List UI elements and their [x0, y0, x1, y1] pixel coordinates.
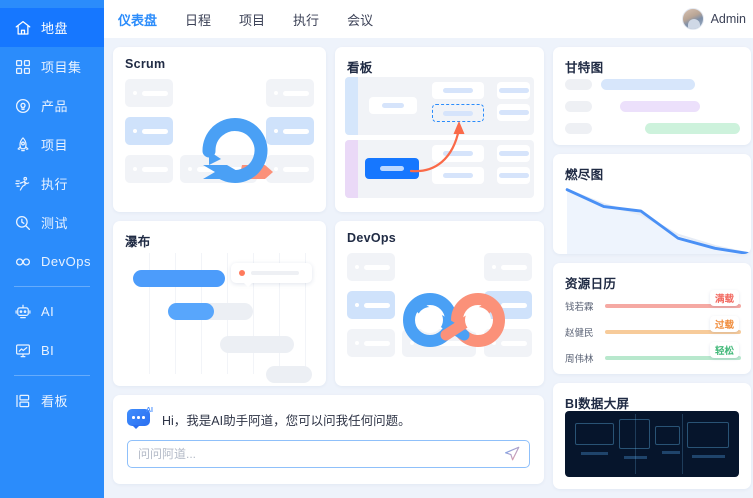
tab-project[interactable]: 项目 [239, 12, 266, 28]
resource-row: 钱若霖 满载 [565, 290, 741, 317]
card-burndown[interactable]: 燃尽图 [553, 154, 751, 254]
home-icon [14, 19, 32, 37]
resource-name: 钱若霖 [565, 302, 594, 313]
send-icon[interactable] [503, 445, 521, 463]
gantt-bar [620, 101, 700, 112]
kanban-icon [14, 392, 32, 410]
ai-greeting-row: AI Hi，我是AI助手阿道，您可以问我任何问题。 [113, 395, 544, 429]
bulb-pin-icon [14, 97, 32, 115]
card-title: BI数据大屏 [565, 397, 630, 411]
main-area: 仪表盘 日程 项目 执行 会议 Admin Scrum [104, 0, 753, 498]
scrum-illustration [125, 77, 314, 202]
card-bi-dashboard[interactable]: BI数据大屏 [553, 383, 751, 489]
tab-schedule[interactable]: 日程 [185, 12, 212, 28]
card-title: 瀑布 [125, 235, 151, 249]
tab-dashboard[interactable]: 仪表盘 [118, 12, 158, 28]
sidebar-divider-1 [14, 286, 90, 287]
sidebar-label: BI [41, 343, 55, 358]
avatar [681, 8, 704, 30]
sidebar-item-execution[interactable]: 执行 [0, 164, 104, 203]
resource-row: 赵健民 过载 [565, 316, 741, 343]
sidebar: 地盘 项目集 产品 项目 执行 测试 DevOps [0, 0, 104, 498]
resource-badge: 过载 [709, 316, 739, 332]
sidebar-item-program[interactable]: 项目集 [0, 47, 104, 86]
sidebar-label: 项目 [41, 138, 69, 153]
ai-greeting-text: Hi，我是AI助手阿道，您可以问我任何问题。 [162, 413, 411, 428]
waterfall-illustration [127, 253, 312, 383]
card-resource-calendar[interactable]: 资源日历 钱若霖 满载 赵健民 过载 [553, 263, 751, 374]
search-clock-icon [14, 214, 32, 232]
drag-arrow-icon [409, 121, 465, 173]
resource-name: 赵健民 [565, 328, 594, 339]
resource-badge: 满载 [709, 290, 739, 306]
devops-infinity-icon [403, 293, 505, 347]
sidebar-label: 测试 [41, 216, 69, 231]
card-waterfall[interactable]: 瀑布 [113, 221, 326, 386]
sidebar-item-home[interactable]: 地盘 [0, 8, 104, 47]
user-name: Admin [710, 12, 746, 26]
card-scrum[interactable]: Scrum [113, 47, 326, 212]
sidebar-divider-2 [14, 375, 90, 376]
card-title: 资源日历 [565, 277, 617, 291]
card-title: DevOps [347, 231, 397, 245]
gantt-stub [565, 101, 592, 112]
sidebar-label: AI [41, 304, 55, 319]
sidebar-label: 执行 [41, 177, 69, 192]
infinity-icon [14, 253, 32, 271]
robot-icon [14, 303, 32, 321]
bi-preview-image [565, 411, 739, 477]
tab-meeting[interactable]: 会议 [347, 12, 374, 28]
chart-board-icon [14, 342, 32, 360]
scrum-cycle-icon [202, 118, 273, 183]
burndown-chart [565, 184, 751, 254]
card-ai-assistant: AI Hi，我是AI助手阿道，您可以问我任何问题。 [113, 395, 544, 484]
cards-row-2: 瀑布 [113, 221, 544, 386]
sidebar-label: 看板 [41, 394, 69, 409]
sidebar-label: 产品 [41, 99, 69, 114]
left-column: Scrum [113, 47, 544, 489]
card-title: 看板 [347, 61, 373, 75]
ai-chat-icon: AI [127, 407, 153, 429]
sidebar-item-project[interactable]: 项目 [0, 125, 104, 164]
sidebar-label: 地盘 [41, 21, 69, 36]
sidebar-label: 项目集 [41, 60, 82, 75]
sidebar-item-ai[interactable]: AI [0, 292, 104, 331]
right-column: 甘特图 [553, 47, 751, 489]
ai-input-wrap [127, 440, 530, 468]
gantt-stub [565, 123, 592, 134]
ai-badge: AI [146, 407, 153, 414]
sidebar-label: DevOps [41, 254, 91, 269]
tab-execution[interactable]: 执行 [293, 12, 320, 28]
resource-rows: 钱若霖 满载 赵健民 过载 周伟林 [565, 290, 741, 369]
user-menu[interactable]: Admin [681, 8, 746, 30]
sidebar-item-test[interactable]: 测试 [0, 203, 104, 242]
sidebar-item-kanban[interactable]: 看板 [0, 381, 104, 420]
card-title: 甘特图 [565, 61, 604, 75]
sidebar-item-devops[interactable]: DevOps [0, 242, 104, 281]
devops-illustration [347, 251, 532, 376]
card-gantt[interactable]: 甘特图 [553, 47, 751, 145]
runner-icon [14, 175, 32, 193]
card-kanban[interactable]: 看板 [335, 47, 544, 212]
cards-row-1: Scrum [113, 47, 544, 212]
sidebar-item-bi[interactable]: BI [0, 331, 104, 370]
topbar: 仪表盘 日程 项目 执行 会议 Admin [104, 0, 753, 38]
sidebar-item-product[interactable]: 产品 [0, 86, 104, 125]
tab-bar: 仪表盘 日程 项目 执行 会议 [118, 8, 373, 31]
kanban-illustration [345, 77, 534, 202]
grid-icon [14, 58, 32, 76]
card-devops[interactable]: DevOps [335, 221, 544, 386]
resource-row: 周伟林 轻松 [565, 342, 741, 369]
resource-badge: 轻松 [709, 342, 739, 358]
gantt-stub [565, 79, 592, 90]
rocket-icon [14, 136, 32, 154]
dashboard-content: Scrum [104, 38, 753, 498]
gantt-bar [645, 123, 740, 134]
gantt-bar [601, 79, 695, 90]
gantt-rows [565, 77, 740, 135]
resource-name: 周伟林 [565, 354, 594, 365]
ai-input[interactable] [127, 440, 530, 468]
card-title: Scrum [125, 57, 166, 71]
card-title: 燃尽图 [565, 168, 604, 182]
